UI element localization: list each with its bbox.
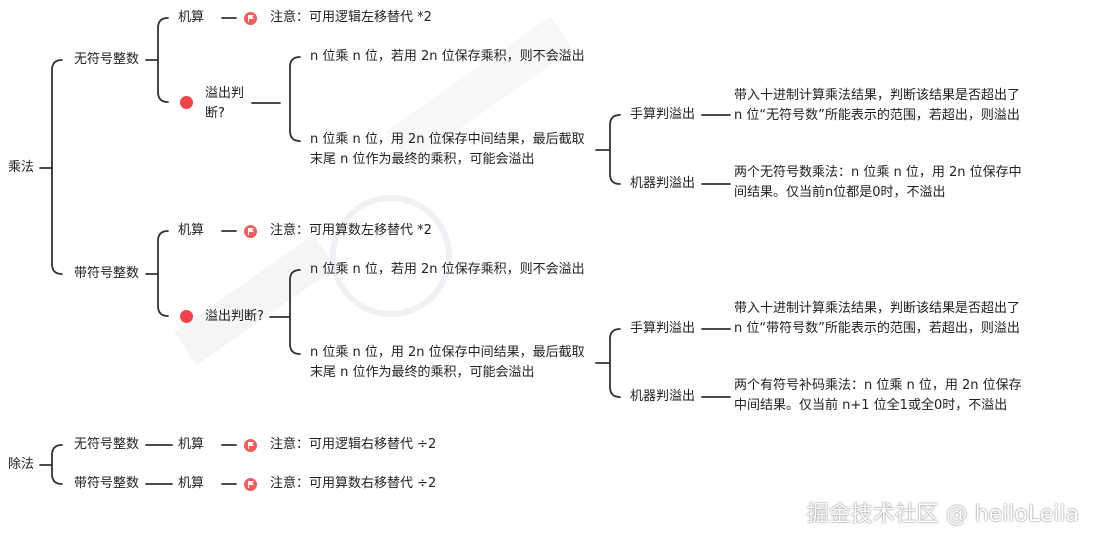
mul-unsigned-overflow: 溢出判断? <box>205 86 245 121</box>
mul-unsigned-mach: 机器判溢出 <box>630 176 696 191</box>
brand-watermark: 掘金技术社区 @ helloLeila <box>806 502 1079 527</box>
mul-signed-case2: n 位乘 n 位，用 2n 位保存中间结果，最后截取末尾 n 位作为最终的乘积，… <box>310 345 585 380</box>
mul-unsigned-case1: n 位乘 n 位，若用 2n 位保存乘积，则不会溢出 <box>310 49 585 64</box>
flag-icon <box>244 439 257 452</box>
mul-unsigned-hand: 手算判溢出 <box>630 107 696 122</box>
mul-signed-case1: n 位乘 n 位，若用 2n 位保存乘积，则不会溢出 <box>310 262 585 277</box>
div-unsigned-machine: 机算 <box>178 437 205 452</box>
mul-unsigned-mach-desc: 两个无符号数乘法：n 位乘 n 位，用 2n 位保存中间结果。仅当前n位都是0时… <box>734 165 1022 200</box>
div-signed-node: 带符号整数 <box>74 476 140 491</box>
root-divide: 除法 <box>8 457 35 472</box>
mul-signed-mach: 机器判溢出 <box>630 389 696 404</box>
flag-icon <box>244 225 257 238</box>
flag-icon <box>244 12 257 25</box>
flag-icon <box>244 478 257 491</box>
red-dot-icon <box>180 96 193 109</box>
mul-unsigned-note: 注意：可用逻辑左移替代 *2 <box>270 10 432 25</box>
mul-signed-overflow: 溢出判断? <box>205 309 264 324</box>
div-signed-note: 注意：可用算数右移替代 ÷2 <box>270 476 437 491</box>
mul-signed-hand-desc: 带入十进制计算乘法结果，判断该结果是否超出了 n 位“带符号数”所能表示的范围，… <box>734 301 1021 336</box>
div-signed-machine: 机算 <box>178 476 205 491</box>
root-multiply: 乘法 <box>8 160 35 175</box>
red-dot-icon <box>180 310 193 323</box>
watermark <box>330 195 452 317</box>
mul-signed-machine: 机算 <box>178 223 205 238</box>
mul-signed-mach-desc: 两个有符号补码乘法：n 位乘 n 位，用 2n 位保存中间结果。仅当前 n+1 … <box>734 378 1022 413</box>
mul-unsigned-machine: 机算 <box>178 10 205 25</box>
div-unsigned-note: 注意：可用逻辑右移替代 ÷2 <box>270 437 437 452</box>
mul-signed-note: 注意：可用算数左移替代 *2 <box>270 223 432 238</box>
mul-unsigned-case2: n 位乘 n 位，用 2n 位保存中间结果，最后截取末尾 n 位作为最终的乘积，… <box>310 132 585 167</box>
mul-unsigned-node: 无符号整数 <box>74 52 140 67</box>
div-unsigned-node: 无符号整数 <box>74 437 140 452</box>
mul-signed-hand: 手算判溢出 <box>630 321 696 336</box>
mul-signed-node: 带符号整数 <box>74 266 140 281</box>
mul-unsigned-hand-desc: 带入十进制计算乘法结果，判断该结果是否超出了 n 位“无符号数”所能表示的范围，… <box>734 88 1021 123</box>
